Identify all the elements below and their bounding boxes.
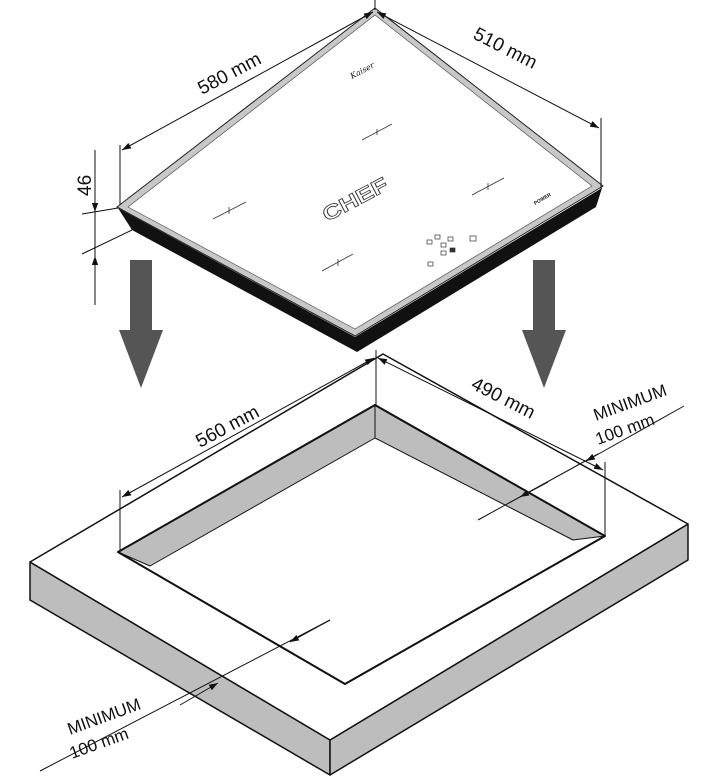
- down-arrow-right: [522, 260, 566, 388]
- hob-height-label: 46: [75, 175, 96, 196]
- countertop-right-side: [329, 523, 689, 776]
- hob-base: [118, 188, 602, 352]
- hob-width-label: 580 mm: [194, 49, 264, 100]
- down-arrow-left: [119, 260, 163, 388]
- cutout-dimensions: [39, 350, 685, 772]
- touch-controls: [426, 234, 477, 267]
- hob-dimensions: [81, 0, 602, 305]
- cutout-back-left-wall: [117, 404, 376, 567]
